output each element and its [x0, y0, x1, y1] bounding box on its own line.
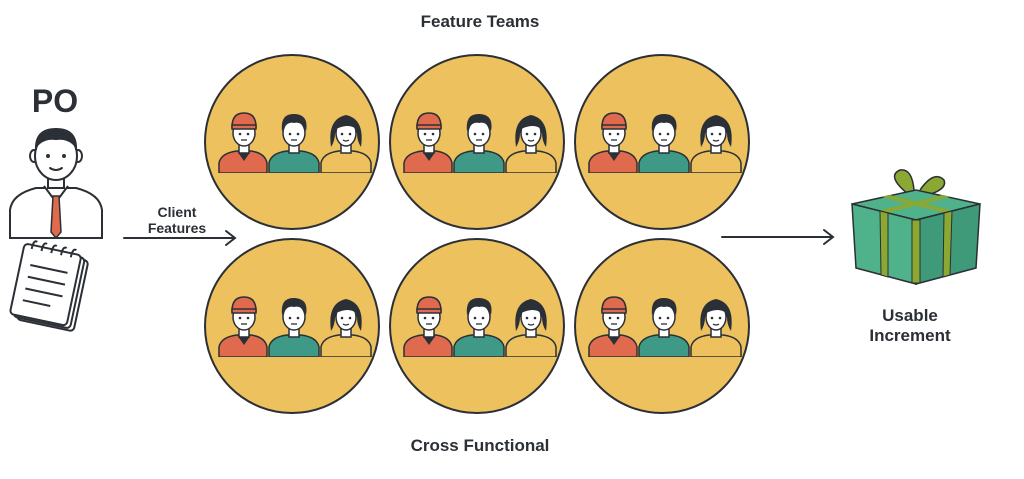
- member-cap-icon: [403, 296, 453, 357]
- member-cap-icon: [588, 112, 638, 173]
- arrow-right: [721, 229, 835, 245]
- team-members: [403, 112, 557, 173]
- usable-label-line1: Usable: [882, 306, 938, 325]
- client-label-line2: Features: [147, 220, 207, 237]
- team-circle: [389, 238, 565, 414]
- usable-increment-label: Usable Increment: [850, 306, 970, 345]
- product-owner-figure: [9, 128, 103, 240]
- member-woman-icon: [690, 299, 742, 357]
- member-man-icon: [268, 297, 320, 357]
- team-members: [403, 296, 557, 357]
- client-features-label: Client Features: [132, 204, 222, 236]
- team-circle: [389, 54, 565, 230]
- member-woman-icon: [690, 115, 742, 173]
- team-circle: [204, 54, 380, 230]
- team-members: [218, 112, 372, 173]
- gift-box-icon: [851, 169, 981, 285]
- feature-teams-title: Feature Teams: [420, 12, 540, 31]
- member-man-icon: [638, 113, 690, 173]
- team-circle: [204, 238, 380, 414]
- member-cap-icon: [218, 112, 268, 173]
- team-members: [218, 296, 372, 357]
- member-man-icon: [453, 113, 505, 173]
- po-label: PO: [31, 83, 79, 119]
- member-cap-icon: [588, 296, 638, 357]
- cross-functional-title: Cross Functional: [410, 436, 550, 455]
- team-circle: [574, 238, 750, 414]
- team-members: [588, 296, 742, 357]
- team-circle: [574, 54, 750, 230]
- member-man-icon: [638, 297, 690, 357]
- member-woman-icon: [505, 299, 557, 357]
- team-members: [588, 112, 742, 173]
- member-cap-icon: [218, 296, 268, 357]
- usable-label-line2: Increment: [869, 325, 951, 345]
- member-man-icon: [268, 113, 320, 173]
- client-label-line1: Client: [157, 204, 197, 220]
- member-man-icon: [453, 297, 505, 357]
- member-woman-icon: [320, 299, 372, 357]
- notepad-icon: [9, 240, 89, 332]
- member-woman-icon: [320, 115, 372, 173]
- arrow-left: [123, 230, 237, 246]
- member-woman-icon: [505, 115, 557, 173]
- member-cap-icon: [403, 112, 453, 173]
